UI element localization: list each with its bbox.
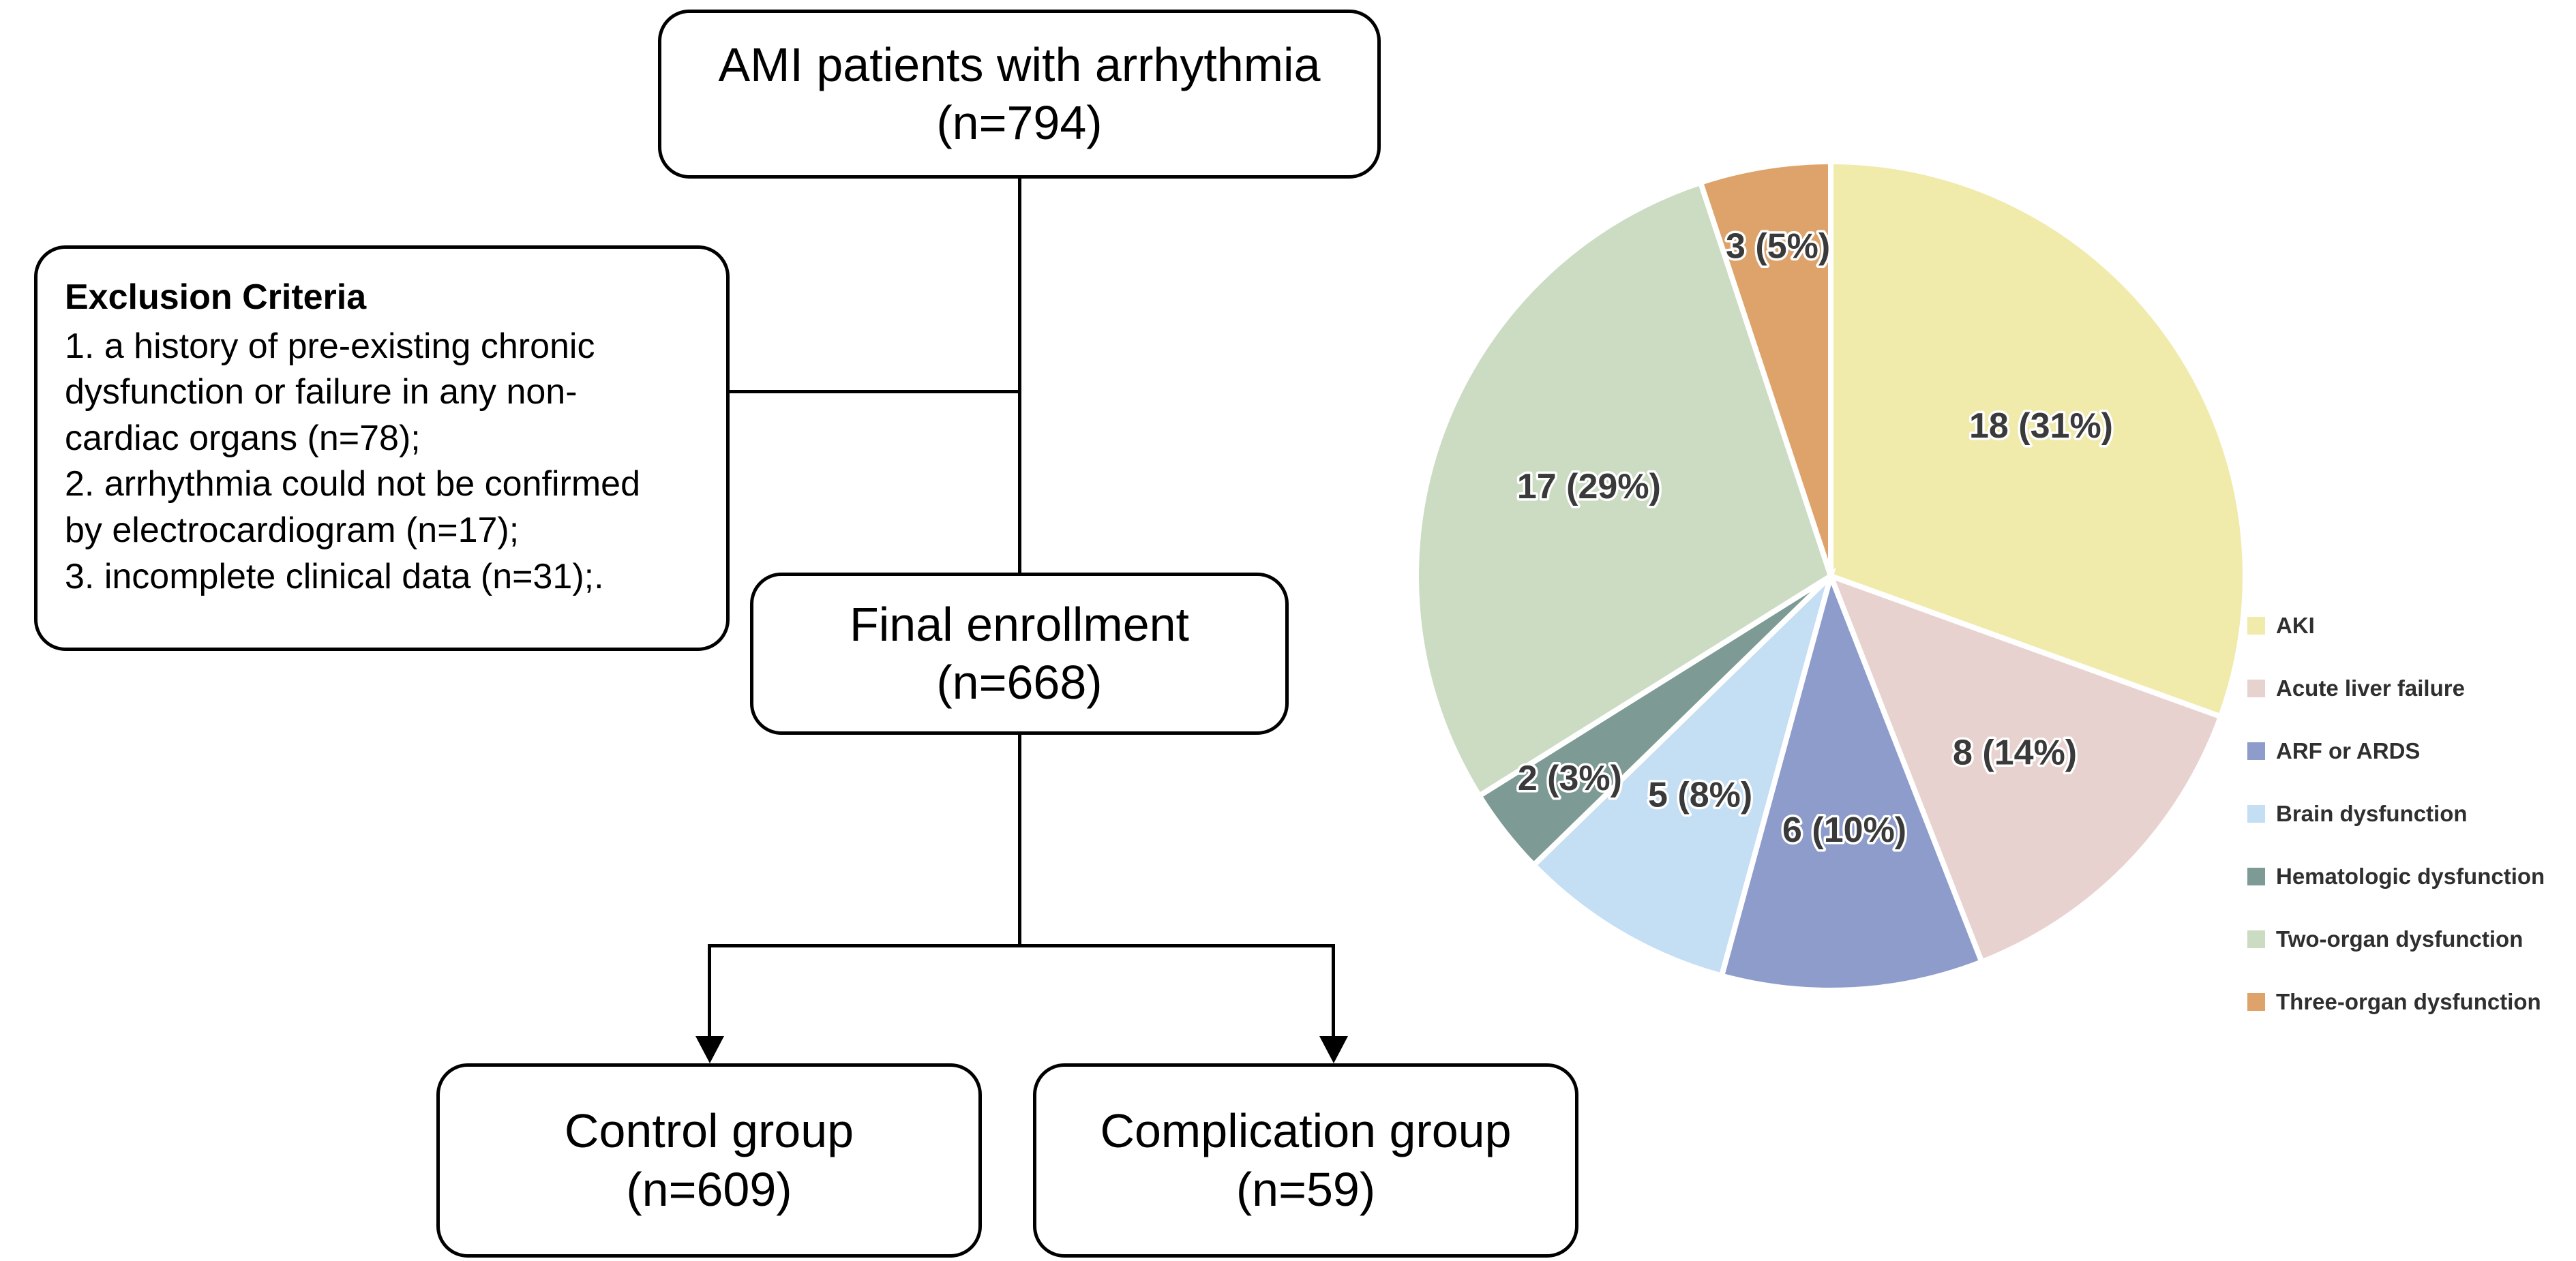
legend-swatch-icon [2247,868,2265,885]
legend-item[interactable]: Three-organ dysfunction [2247,971,2568,1033]
legend-item-label: Hematologic dysfunction [2276,864,2545,889]
exclusion-line-6: 3. incomplete clinical data (n=31);. [65,556,604,596]
legend-item[interactable]: Acute liver failure [2247,657,2568,720]
pie-slice-label: 17 (29%) [1517,467,1661,506]
flow-node-source-title: AMI patients with arrhythmia [718,37,1321,91]
flow-node-control-group: Control group (n=609) [436,1063,982,1258]
legend-item[interactable]: Brain dysfunction [2247,783,2568,845]
legend-item[interactable]: Two-organ dysfunction [2247,908,2568,971]
legend-item-label: Acute liver failure [2276,675,2465,701]
pie-slice-label: 6 (10%) [1782,810,1906,850]
pie-slice-label: 3 (5%) [1726,227,1830,267]
connector-to-complication-group [1332,944,1335,1039]
pie-slice-label: 2 (3%) [1518,759,1622,798]
legend-item-label: Brain dysfunction [2276,801,2468,826]
pie-slice-label: 8 (14%) [1953,733,2077,773]
connector-final-to-split [1018,735,1021,946]
legend-swatch-icon [2247,617,2265,635]
pie-slice[interactable] [1826,571,2225,966]
flow-node-complication-title: Complication group [1100,1104,1512,1158]
arrowhead-control-icon [695,1036,724,1063]
arrowhead-complication-icon [1319,1036,1348,1063]
legend-item-label: AKI [2276,613,2315,638]
legend-swatch-icon [2247,930,2265,948]
exclusion-line-3: cardiac organs (n=78); [65,418,421,458]
pie-slice[interactable] [1718,567,1986,993]
pie-slice-group [1413,158,2248,993]
pie-slice[interactable] [1828,158,2248,720]
connector-source-to-final [1018,179,1021,573]
legend-swatch-icon [2247,805,2265,823]
flow-node-final-count: (n=668) [936,656,1103,709]
exclusion-line-5: by electrocardiogram (n=17); [65,510,520,550]
exclusion-line-1: 1. a history of pre-existing chronic [65,326,595,366]
exclusion-title: Exclusion Criteria [65,277,367,317]
legend-item-label: Two-organ dysfunction [2276,926,2523,952]
pie-label-group: 18 (31%) 8 (14%) 6 (10%) 5 (8%) 2 (3%) 17 (29… [1514,224,2115,853]
flow-node-exclusion: Exclusion Criteria 1. a history of pre-e… [34,245,730,651]
complication-pie-chart: 18 (31%) 8 (14%) 6 (10%) 5 (8%) 2 (3%) 17 (29… [1411,157,2250,995]
pie-slice[interactable] [1696,158,1833,577]
flow-node-final-enrollment: Final enrollment (n=668) [750,573,1289,735]
connector-split-bar [708,944,1335,947]
legend-item[interactable]: AKI [2247,594,2568,657]
pie-slice[interactable] [1413,179,1834,800]
exclusion-line-2: dysfunction or failure in any non- [65,372,578,412]
pie-slice-label: 5 (8%) [1648,776,1752,815]
flow-node-complication-group: Complication group (n=59) [1033,1063,1578,1258]
flow-node-control-count: (n=609) [626,1162,792,1216]
flow-node-source-count: (n=794) [936,96,1103,149]
legend-swatch-icon [2247,742,2265,760]
flow-node-final-title: Final enrollment [850,597,1189,651]
connector-to-control-group [708,944,711,1039]
pie-slice[interactable] [1529,566,1836,979]
flow-node-control-title: Control group [564,1104,854,1158]
legend-item[interactable]: Hematologic dysfunction [2247,845,2568,908]
legend-swatch-icon [2247,993,2265,1011]
connector-exclusion-branch [730,390,1020,393]
exclusion-line-4: 2. arrhythmia could not be confirmed [65,464,640,504]
legend-swatch-icon [2247,680,2265,697]
flow-node-complication-count: (n=59) [1235,1162,1376,1216]
legend-item-label: ARF or ARDS [2276,738,2421,763]
flow-node-source: AMI patients with arrhythmia (n=794) [658,10,1381,179]
pie-slice-label: 18 (31%) [1969,406,2113,446]
legend-item-label: Three-organ dysfunction [2276,989,2541,1014]
legend-item[interactable]: ARF or ARDS [2247,720,2568,783]
pie-svg: 18 (31%) 8 (14%) 6 (10%) 5 (8%) 2 (3%) 17 (29… [1413,158,2248,993]
